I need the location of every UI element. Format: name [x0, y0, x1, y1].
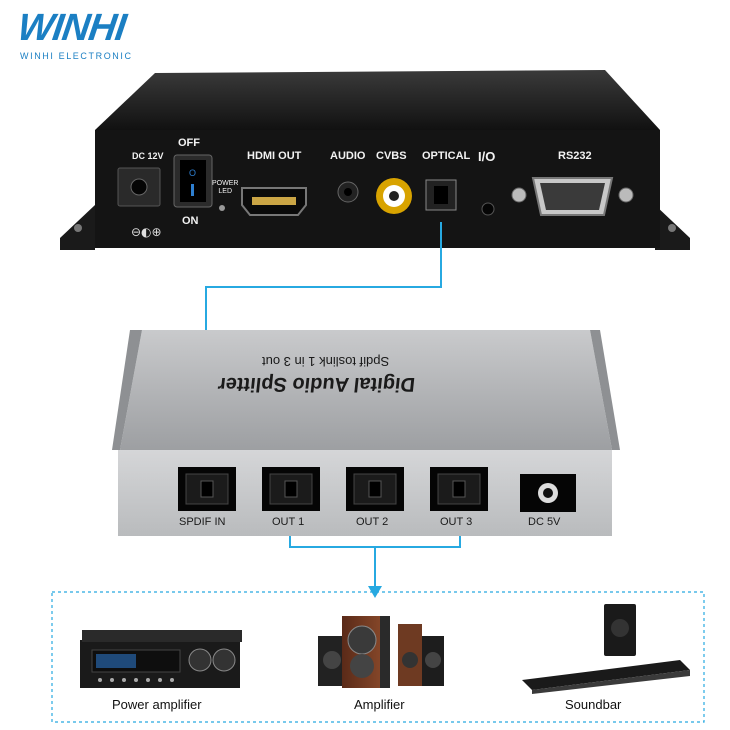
media-player-device: ⊖◐⊕ O	[60, 70, 690, 250]
dc-5v-port-icon	[520, 474, 576, 512]
out1-port-icon	[262, 467, 320, 511]
rs232-screw-icon	[618, 187, 634, 203]
dc-5v-label: DC 5V	[528, 516, 561, 528]
spdif-in-label: SPDIF IN	[179, 516, 226, 528]
out2-label: OUT 2	[356, 516, 389, 528]
amplifier-label: Amplifier	[354, 697, 405, 712]
svg-text:⊖◐⊕: ⊖◐⊕	[131, 225, 162, 239]
speaker-set-image	[318, 616, 444, 688]
rs232-screw-icon	[511, 187, 527, 203]
brand-logo: WINHI WINHI ELECTRONIC	[8, 4, 148, 62]
audio-label: AUDIO	[330, 150, 366, 162]
io-label: I/O	[478, 149, 496, 164]
spdif-in-port-icon	[178, 467, 236, 511]
audio-splitter-device	[112, 330, 620, 536]
cvbs-label: CVBS	[376, 150, 407, 162]
power-led-label: POWER LED	[212, 180, 238, 196]
splitter-title: Digital Audio Splitter	[216, 373, 417, 395]
svg-text:O: O	[189, 168, 196, 178]
io-port-icon	[481, 202, 495, 216]
out3-label: OUT 3	[440, 516, 473, 528]
hdmi-out-label: HDMI OUT	[247, 150, 302, 162]
output-bracket-line	[289, 536, 461, 588]
rs232-label: RS232	[558, 150, 592, 162]
flange-screw-icon	[74, 224, 82, 232]
splitter-top-surface	[120, 330, 612, 450]
optical-label: OPTICAL	[422, 150, 471, 162]
flange-screw-icon	[668, 224, 676, 232]
output-arrow-icon	[368, 586, 382, 598]
led-label: LED	[218, 188, 233, 195]
on-label: ON	[182, 215, 199, 227]
dc-12v-label: DC 12V	[132, 151, 164, 161]
splitter-subtitle: Spdif toslink 1 in 3 out	[262, 354, 390, 369]
power-label: POWER	[212, 180, 239, 187]
out2-port-icon	[346, 467, 404, 511]
soundbar-image	[522, 604, 690, 694]
out3-port-icon	[430, 467, 488, 511]
power-amplifier-image	[80, 630, 242, 688]
output-devices-frame	[51, 591, 705, 723]
out1-label: OUT 1	[272, 516, 305, 528]
off-label: OFF	[178, 137, 200, 149]
power-led-icon	[219, 205, 225, 211]
power-amplifier-label: Power amplifier	[112, 697, 202, 712]
player-top-surface	[95, 70, 660, 130]
logo-subtitle: WINHI ELECTRONIC	[20, 51, 133, 61]
soundbar-label: Soundbar	[565, 697, 622, 712]
